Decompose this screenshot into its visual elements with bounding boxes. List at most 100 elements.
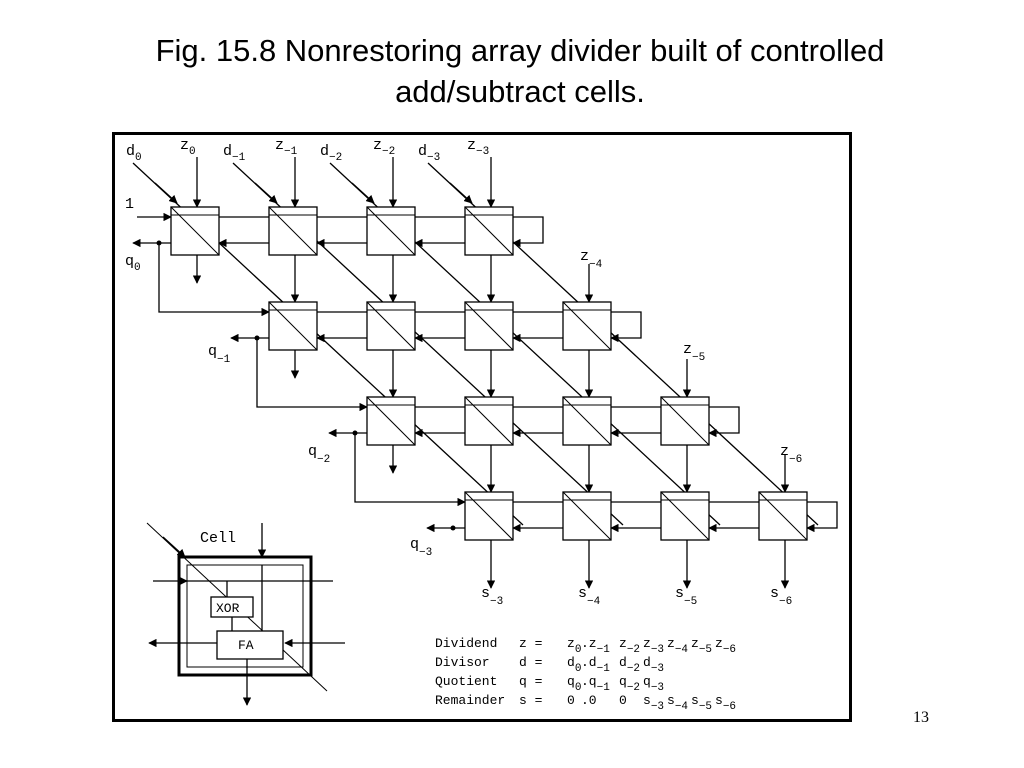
label-s-4: s−4: [578, 585, 601, 608]
notation-digit: d0: [567, 655, 581, 675]
digit-subscript: −4: [675, 644, 689, 656]
notation-name: Remainder: [435, 693, 505, 708]
row-input-labels: z−4 z−5 z−6: [580, 248, 802, 466]
cell-inner-frame: [186, 564, 304, 668]
xor-label: XOR: [216, 601, 240, 616]
label-d-2: d−2: [320, 143, 342, 164]
digit-subscript: −1: [597, 644, 611, 656]
label-z-3: z−3: [467, 137, 489, 158]
digit-base: z: [619, 636, 627, 651]
cell-legend: Cell XOR FA: [146, 522, 345, 706]
digit-base: q: [567, 674, 575, 689]
cell-2-1: [464, 396, 514, 446]
notation-digit: .q−1: [581, 674, 610, 694]
notation-name: Divisor: [435, 655, 490, 670]
digit-subscript: −5: [699, 644, 712, 656]
label-q-3: q−3: [410, 536, 432, 559]
cell-0-2: [366, 206, 416, 256]
digit-base: s: [643, 693, 651, 708]
label-z-2: z−2: [373, 137, 395, 158]
digit-base: q: [643, 674, 651, 689]
digit-base: z: [691, 636, 699, 651]
control-feedback-0: [158, 243, 270, 317]
cell-3-0: [464, 491, 514, 541]
digit-subscript: −3: [651, 701, 664, 713]
fa-label: FA: [238, 638, 254, 653]
quotient-labels: q0 q−1 q−2 q−3: [125, 253, 432, 559]
notation-digit: z−4: [667, 636, 688, 656]
digit-subscript: 0: [575, 663, 582, 675]
cell-outer-box: [177, 555, 313, 677]
notation-digit: z0: [567, 636, 581, 656]
notation-lhs: s =: [519, 693, 543, 708]
notation-digit: .0: [581, 693, 597, 708]
cell-1-3: [562, 301, 612, 351]
divisor-input-arrow-2: [351, 182, 375, 204]
control-feedback-2: [354, 433, 466, 507]
notation-lhs: z =: [519, 636, 543, 651]
label-z-4: z−4: [580, 248, 603, 271]
quotient-tap-dot-3: [450, 525, 456, 531]
array-divider-diagram: d0 z0 d−1 z−1 d−2 z−2 d−3 z−3 z−4 z−5 z−…: [125, 137, 838, 713]
top-input-labels: d0 z0 d−1 z−1 d−2 z−2 d−3 z−3: [126, 137, 489, 164]
row-wrap-loop-2: [708, 406, 740, 438]
divider-figure: d0 z0 d−1 z−1 d−2 z−2 d−3 z−3 z−4 z−5 z−…: [112, 132, 852, 722]
notation-digit: s−3: [643, 693, 664, 713]
page-number: 13: [913, 709, 929, 726]
digit-base: d: [619, 655, 627, 670]
digit-base: z: [667, 636, 675, 651]
digit-subscript: −3: [651, 682, 664, 694]
digit-base: q: [619, 674, 627, 689]
row-wrap-loop-0: [512, 216, 544, 248]
digit-base: z: [643, 636, 651, 651]
digit-subscript: −6: [723, 644, 736, 656]
cell-0-3: [464, 206, 514, 256]
notation-lhs: q =: [519, 674, 543, 689]
title-line-2: add/subtract cells.: [395, 74, 645, 109]
notation-digit: z−3: [643, 636, 664, 656]
cell-1-0: [268, 301, 318, 351]
control-feedback-1: [256, 338, 368, 412]
digit-base: s: [667, 693, 675, 708]
digit-base: s: [691, 693, 699, 708]
cell-3-3: [758, 491, 808, 541]
digit-subscript: −5: [699, 701, 712, 713]
notation-digit: z−2: [619, 636, 640, 656]
notation-digit: z−6: [715, 636, 736, 656]
notation-digit: d−2: [619, 655, 640, 675]
label-d-3: d−3: [418, 143, 440, 164]
notation-digit: z−5: [691, 636, 712, 656]
notation-digit: 0: [567, 693, 575, 708]
digit-subscript: −1: [597, 682, 611, 694]
notation-digit: q0: [567, 674, 581, 694]
notation-digit: s−4: [667, 693, 688, 713]
digit-subscript: −3: [651, 663, 664, 675]
row-wrap-loop-3: [806, 501, 838, 533]
notation-digit: q−3: [643, 674, 664, 694]
notation-lhs: d =: [519, 655, 543, 670]
cell-array: [170, 206, 808, 541]
notation-digit: .d−1: [581, 655, 610, 675]
cell-3-2: [660, 491, 710, 541]
notation-digit: 0: [619, 693, 627, 708]
label-s-6: s−6: [770, 585, 792, 608]
label-d0: d0: [126, 143, 142, 164]
label-s-3: s−3: [481, 585, 503, 608]
label-z-5: z−5: [683, 341, 705, 364]
divisor-input-arrow-3: [449, 182, 473, 204]
cell-3-1: [562, 491, 612, 541]
label-z-6: z−6: [780, 443, 802, 466]
digit-subscript: −2: [627, 663, 640, 675]
label-d-1: d−1: [223, 143, 246, 164]
cell-2-2: [562, 396, 612, 446]
digit-subscript: −1: [597, 663, 611, 675]
fa-box: [216, 630, 284, 660]
digit-subscript: 0: [575, 682, 582, 694]
digit-base: .0: [581, 693, 597, 708]
divisor-input-arrow-1: [254, 182, 278, 204]
slide-title: Fig. 15.8 Nonrestoring array divider bui…: [60, 30, 980, 112]
